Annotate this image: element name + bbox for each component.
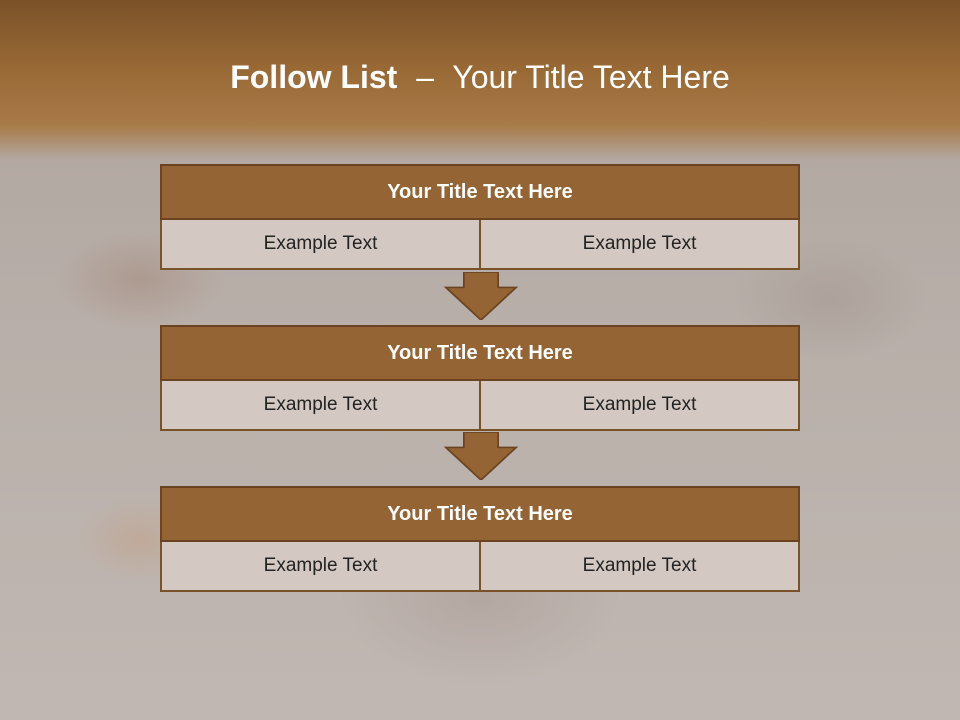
block-cell-left: Example Text: [160, 381, 481, 431]
block-title: Your Title Text Here: [160, 486, 800, 542]
down-arrow-icon: [443, 272, 519, 320]
block-cell-left: Example Text: [160, 542, 481, 592]
slide-title-bold: Follow List: [230, 59, 398, 95]
list-block-2: Your Title Text Here Example Text Exampl…: [160, 325, 800, 431]
block-title: Your Title Text Here: [160, 325, 800, 381]
title-band: [0, 0, 960, 160]
block-row: Example Text Example Text: [160, 381, 800, 431]
block-row: Example Text Example Text: [160, 542, 800, 592]
list-block-3: Your Title Text Here Example Text Exampl…: [160, 486, 800, 592]
block-title: Your Title Text Here: [160, 164, 800, 220]
block-cell-right: Example Text: [481, 381, 800, 431]
slide-title: Follow List – Your Title Text Here: [0, 52, 960, 102]
block-cell-right: Example Text: [481, 220, 800, 270]
slide-title-separator: –: [416, 59, 434, 95]
slide-title-rest: Your Title Text Here: [452, 59, 730, 95]
block-cell-right: Example Text: [481, 542, 800, 592]
block-cell-left: Example Text: [160, 220, 481, 270]
block-row: Example Text Example Text: [160, 220, 800, 270]
list-block-1: Your Title Text Here Example Text Exampl…: [160, 164, 800, 270]
down-arrow-icon: [443, 432, 519, 480]
